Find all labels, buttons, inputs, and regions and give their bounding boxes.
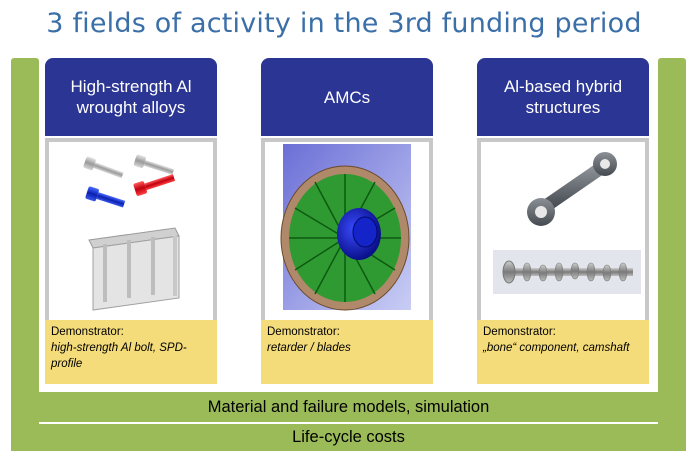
green-frame-left [11, 58, 39, 451]
material-models-bar: Material and failure models, simulation [11, 392, 686, 422]
bolts-and-profile-image [83, 154, 180, 311]
demonstrator-label: Demonstrator: [483, 326, 556, 338]
column-header: Al-based hybrid structures [477, 58, 649, 136]
demonstrator-text: retarder / blades [267, 342, 351, 354]
demonstrator-box: Demonstrator: „bone“ component, camshaft [477, 320, 649, 384]
retarder-blades-image [280, 144, 411, 311]
demonstrator-text: high-strength Al bolt, SPD-profile [51, 342, 187, 370]
bone-and-camshaft-image [493, 152, 641, 294]
demonstrator-box: Demonstrator: retarder / blades [261, 320, 433, 384]
demonstrator-label: Demonstrator: [267, 326, 340, 338]
demonstrator-box: Demonstrator: high-strength Al bolt, SPD… [45, 320, 217, 384]
demonstrator-text: „bone“ component, camshaft [483, 342, 630, 354]
life-cycle-costs-bar: Life-cycle costs [11, 424, 686, 451]
demonstrator-label: Demonstrator: [51, 326, 124, 338]
column-header: AMCs [261, 58, 433, 136]
slide-title: 3 fields of activity in the 3rd funding … [46, 8, 642, 39]
column-header: High-strength Al wrought alloys [45, 58, 217, 136]
green-frame-right [658, 58, 686, 451]
